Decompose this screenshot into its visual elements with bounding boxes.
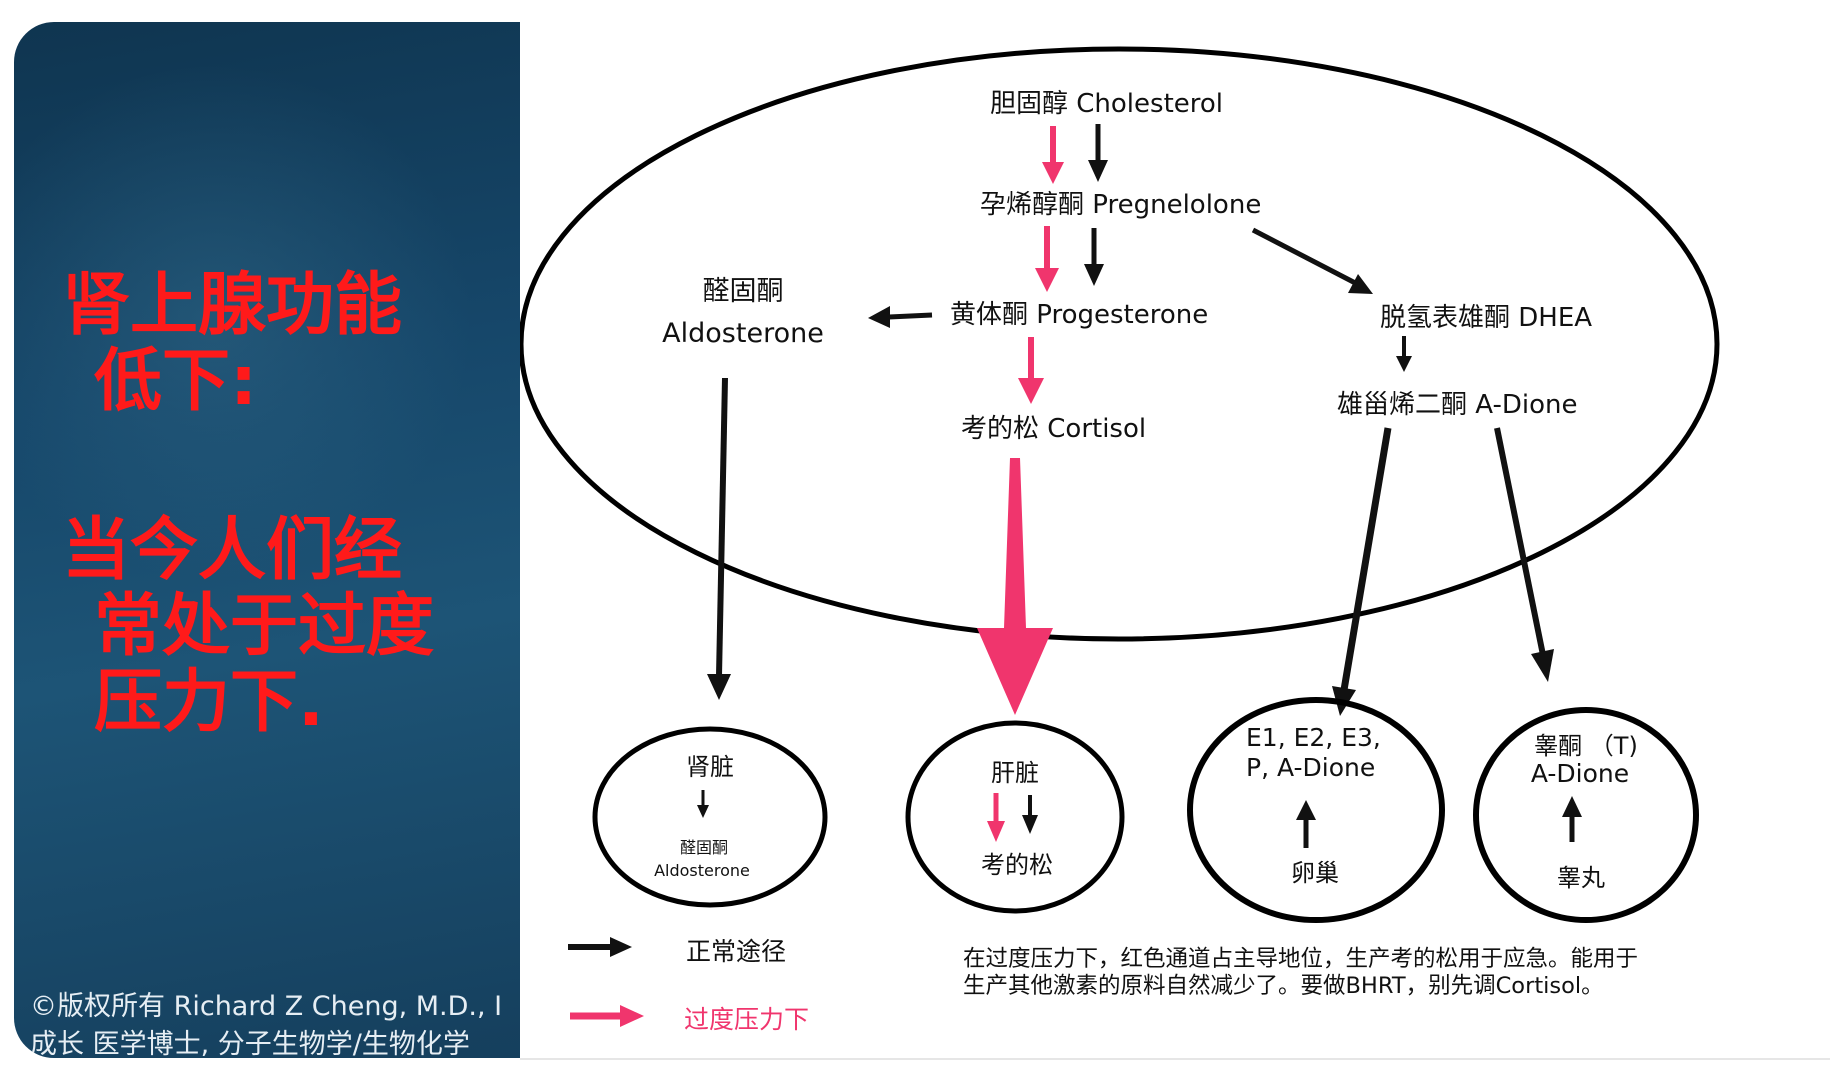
black-arrow-dhea-adione (1396, 336, 1412, 372)
legend-stress-arrow (570, 1005, 644, 1027)
black-arrow-ovary-internal (1296, 800, 1316, 848)
testis-products-line2: A-Dione (1531, 759, 1629, 788)
liver-product: 考的松 (981, 851, 1053, 879)
legend-normal-label: 正常途径 (686, 937, 786, 966)
aldosterone-cn-label: 醛固酮 (703, 276, 784, 307)
heading-line-2: 低下: (94, 342, 258, 421)
pregnenolone-label: 孕烯醇酮 Pregnelolone (980, 190, 1261, 220)
black-arrow-liver-internal (1022, 795, 1038, 834)
pink-arrow-prog-cortisol (1018, 337, 1044, 404)
black-arrow-adione-ovary (1332, 427, 1392, 716)
testis-title: 睾丸 (1557, 864, 1605, 892)
cortisol-label: 考的松 Cortisol (961, 414, 1146, 444)
hormone-pathway-diagram: 胆固醇 Cholesterol 孕烯醇酮 Pregnelolone 黄体酮 Pr… (520, 46, 1720, 1034)
aldosterone-en-label: Aldosterone (662, 318, 824, 349)
kidney-title: 肾脏 (686, 753, 734, 781)
liver-circle (905, 720, 1125, 914)
note-line-2: 生产其他激素的原料自然减少了。要做BHRT，别先调Cortisol。 (963, 973, 1604, 999)
black-arrow-testis-internal (1562, 796, 1582, 842)
ovary-circle (1187, 697, 1445, 923)
legend-normal-arrow (568, 937, 632, 957)
black-arrow-chol-preg (1088, 124, 1108, 182)
legend-stress-label: 过度压力下 (684, 1005, 809, 1034)
black-arrow-preg-prog (1084, 228, 1104, 286)
black-arrow-aldo-kidney (707, 377, 731, 700)
pink-arrow-liver-internal (987, 793, 1005, 842)
note-line-1: 在过度压力下，红色通道占主导地位，生产考的松用于应急。能用于 (963, 946, 1638, 972)
testis-products-line1: 睾酮 （T) (1534, 732, 1638, 760)
kidney-product-en: Aldosterone (654, 861, 750, 880)
pink-arrow-preg-prog (1035, 226, 1059, 292)
adione-label: 雄甾烯二酮 A-Dione (1337, 390, 1578, 420)
ovary-products-line1: E1, E2, E3, (1246, 723, 1381, 752)
heading-line-3: 当今人们经 (62, 511, 403, 590)
pink-arrow-cortisol-liver (977, 458, 1053, 715)
bottom-divider (520, 1058, 1830, 1060)
copyright-line-1: ©版权所有 Richard Z Cheng, M.D., I (30, 991, 503, 1022)
kidney-product-cn: 醛固酮 (680, 838, 728, 857)
ovary-title: 卵巢 (1291, 859, 1339, 887)
black-arrow-adione-testis (1494, 427, 1554, 682)
black-arrow-kidney-internal (697, 790, 709, 818)
testis-circle (1473, 707, 1699, 923)
black-arrow-prog-aldo (868, 306, 933, 328)
dhea-label: 脱氢表雄酮 DHEA (1380, 303, 1592, 333)
ovary-products-line2: P, A-Dione (1246, 753, 1375, 782)
progesterone-label: 黄体酮 Progesterone (950, 300, 1208, 330)
cholesterol-label: 胆固醇 Cholesterol (990, 89, 1223, 119)
liver-title: 肝脏 (991, 759, 1039, 787)
heading-line-1: 肾上腺功能 (62, 266, 403, 345)
copyright-line-2: 成长 医学博士, 分子生物学/生物化学 (30, 1029, 470, 1058)
heading-line-4: 常处于过度 (94, 587, 435, 666)
left-panel: 肾上腺功能 低下: 当今人们经 常处于过度 压力下. ©版权所有 Richard… (14, 22, 520, 1058)
heading-line-5: 压力下. (94, 663, 324, 742)
kidney-circle (592, 726, 828, 908)
adrenal-ellipse (520, 46, 1720, 642)
black-arrow-preg-dhea (1251, 227, 1373, 294)
pink-arrow-chol-preg (1042, 126, 1064, 184)
panel-glow (14, 62, 474, 582)
